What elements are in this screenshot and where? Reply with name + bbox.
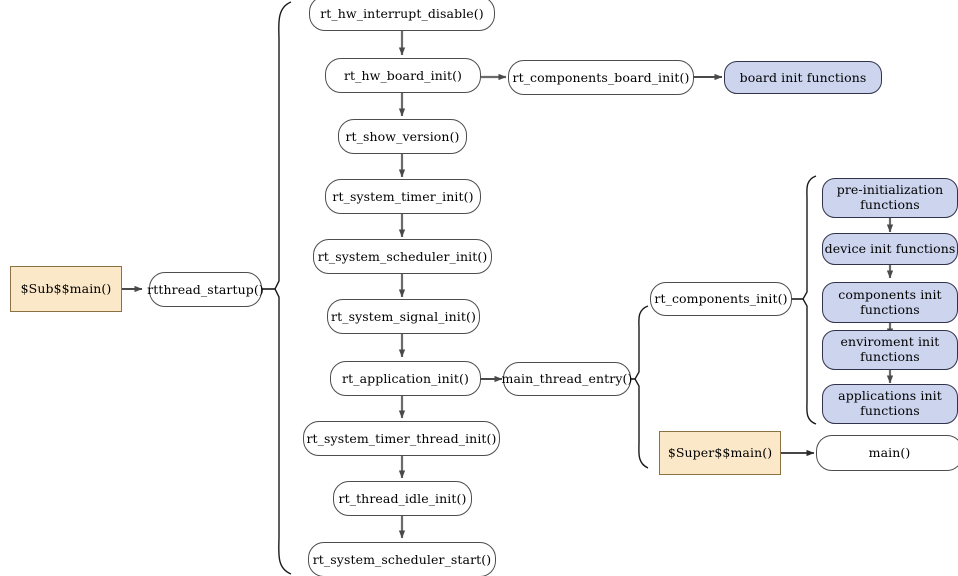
node-board-init-functions[interactable]: board init functions <box>724 61 882 94</box>
node-main-thread-entry[interactable]: main_thread_entry() <box>502 362 632 396</box>
brace-main-thread-entry <box>629 305 649 469</box>
node-enviroment-init-functions[interactable]: enviroment init functions <box>822 330 958 370</box>
node-rt-system-timer-init[interactable]: rt_system_timer_init() <box>325 179 481 214</box>
node-components-init-functions[interactable]: components init functions <box>822 282 958 323</box>
node-applications-init-functions[interactable]: applications init functions <box>822 384 958 424</box>
brace-components-init <box>791 175 817 425</box>
node-rt-thread-idle-init[interactable]: rt_thread_idle_init() <box>333 481 472 516</box>
brace-startup-to-chain <box>262 1 292 575</box>
node-main[interactable]: main() <box>816 435 958 471</box>
node-rt-system-scheduler-start[interactable]: rt_system_scheduler_start() <box>308 542 496 576</box>
node-rt-application-init[interactable]: rt_application_init() <box>330 361 481 396</box>
node-rt-components-board-init[interactable]: rt_components_board_init() <box>508 60 694 95</box>
node-rt-hw-board-init[interactable]: rt_hw_board_init() <box>325 58 481 93</box>
node-rtthread-startup[interactable]: rtthread_startup() <box>147 272 264 307</box>
node-rt-system-scheduler-init[interactable]: rt_system_scheduler_init() <box>313 239 492 274</box>
node-rt-system-timer-thread-init[interactable]: rt_system_timer_thread_init() <box>303 421 500 456</box>
node-rt-system-signal-init[interactable]: rt_system_signal_init() <box>327 299 480 334</box>
node-pre-initialization-functions[interactable]: pre-initialization functions <box>822 178 958 218</box>
node-super-main[interactable]: $Super$$main() <box>659 431 781 475</box>
node-sub-main[interactable]: $Sub$$main() <box>10 266 122 312</box>
node-device-init-functions[interactable]: device init functions <box>822 233 958 265</box>
node-rt-show-version[interactable]: rt_show_version() <box>338 119 467 154</box>
node-rt-components-init[interactable]: rt_components_init() <box>650 282 792 316</box>
node-rt-hw-interrupt-disable[interactable]: rt_hw_interrupt_disable() <box>309 0 495 31</box>
